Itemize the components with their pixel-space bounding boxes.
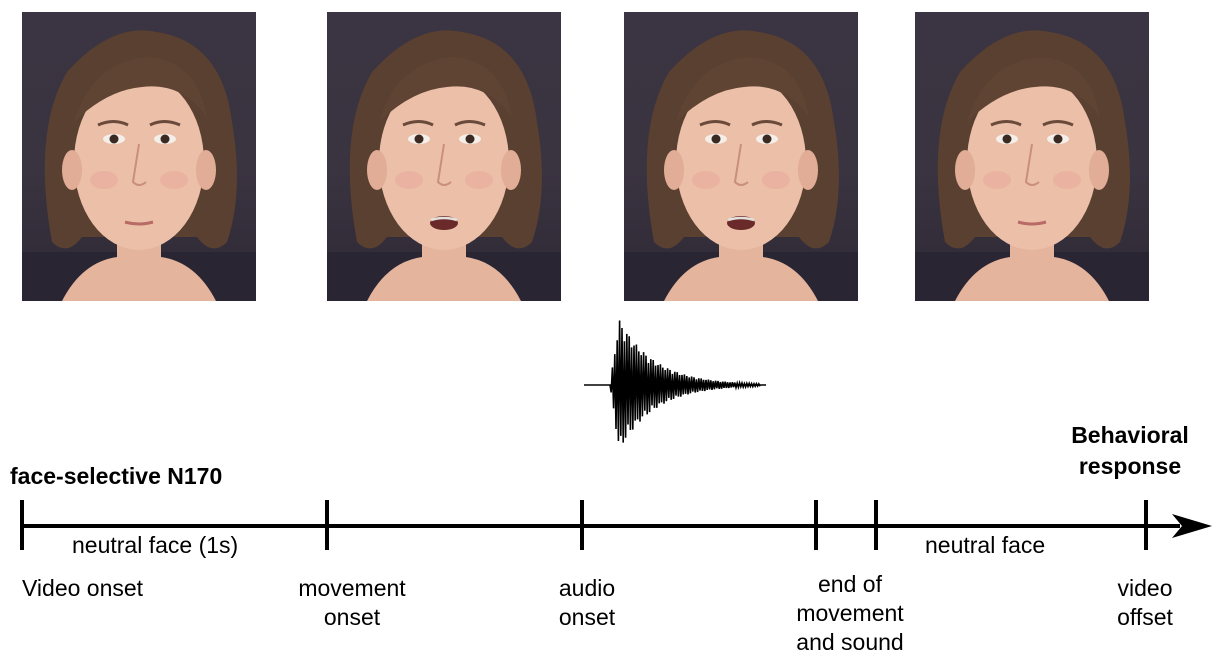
neutral-face-label: neutral face [925, 531, 1045, 560]
video-frame-movement [327, 12, 561, 301]
face-open-mouth-image [327, 12, 561, 301]
video-offset-label: video offset [1090, 574, 1200, 632]
audio-waveform [580, 312, 770, 452]
face-open-mouth-image [624, 12, 858, 301]
audio-onset-label: audio onset [532, 574, 642, 632]
waveform-trace [610, 321, 760, 443]
face-neutral-image [915, 12, 1149, 301]
n170-label: face-selective N170 [10, 461, 222, 492]
end-of-movement-label: end of movement and sound [775, 570, 925, 657]
behavioral-response-label: Behavioral response [1056, 420, 1204, 482]
video-frame-audio [624, 12, 858, 301]
video-frame-neutral-end [915, 12, 1149, 301]
face-neutral-image [22, 12, 256, 301]
video-onset-label: Video onset [22, 574, 143, 603]
video-frame-neutral-start [22, 12, 256, 301]
movement-onset-label: movement onset [277, 574, 427, 632]
neutral-face-1s-label: neutral face (1s) [72, 531, 238, 560]
